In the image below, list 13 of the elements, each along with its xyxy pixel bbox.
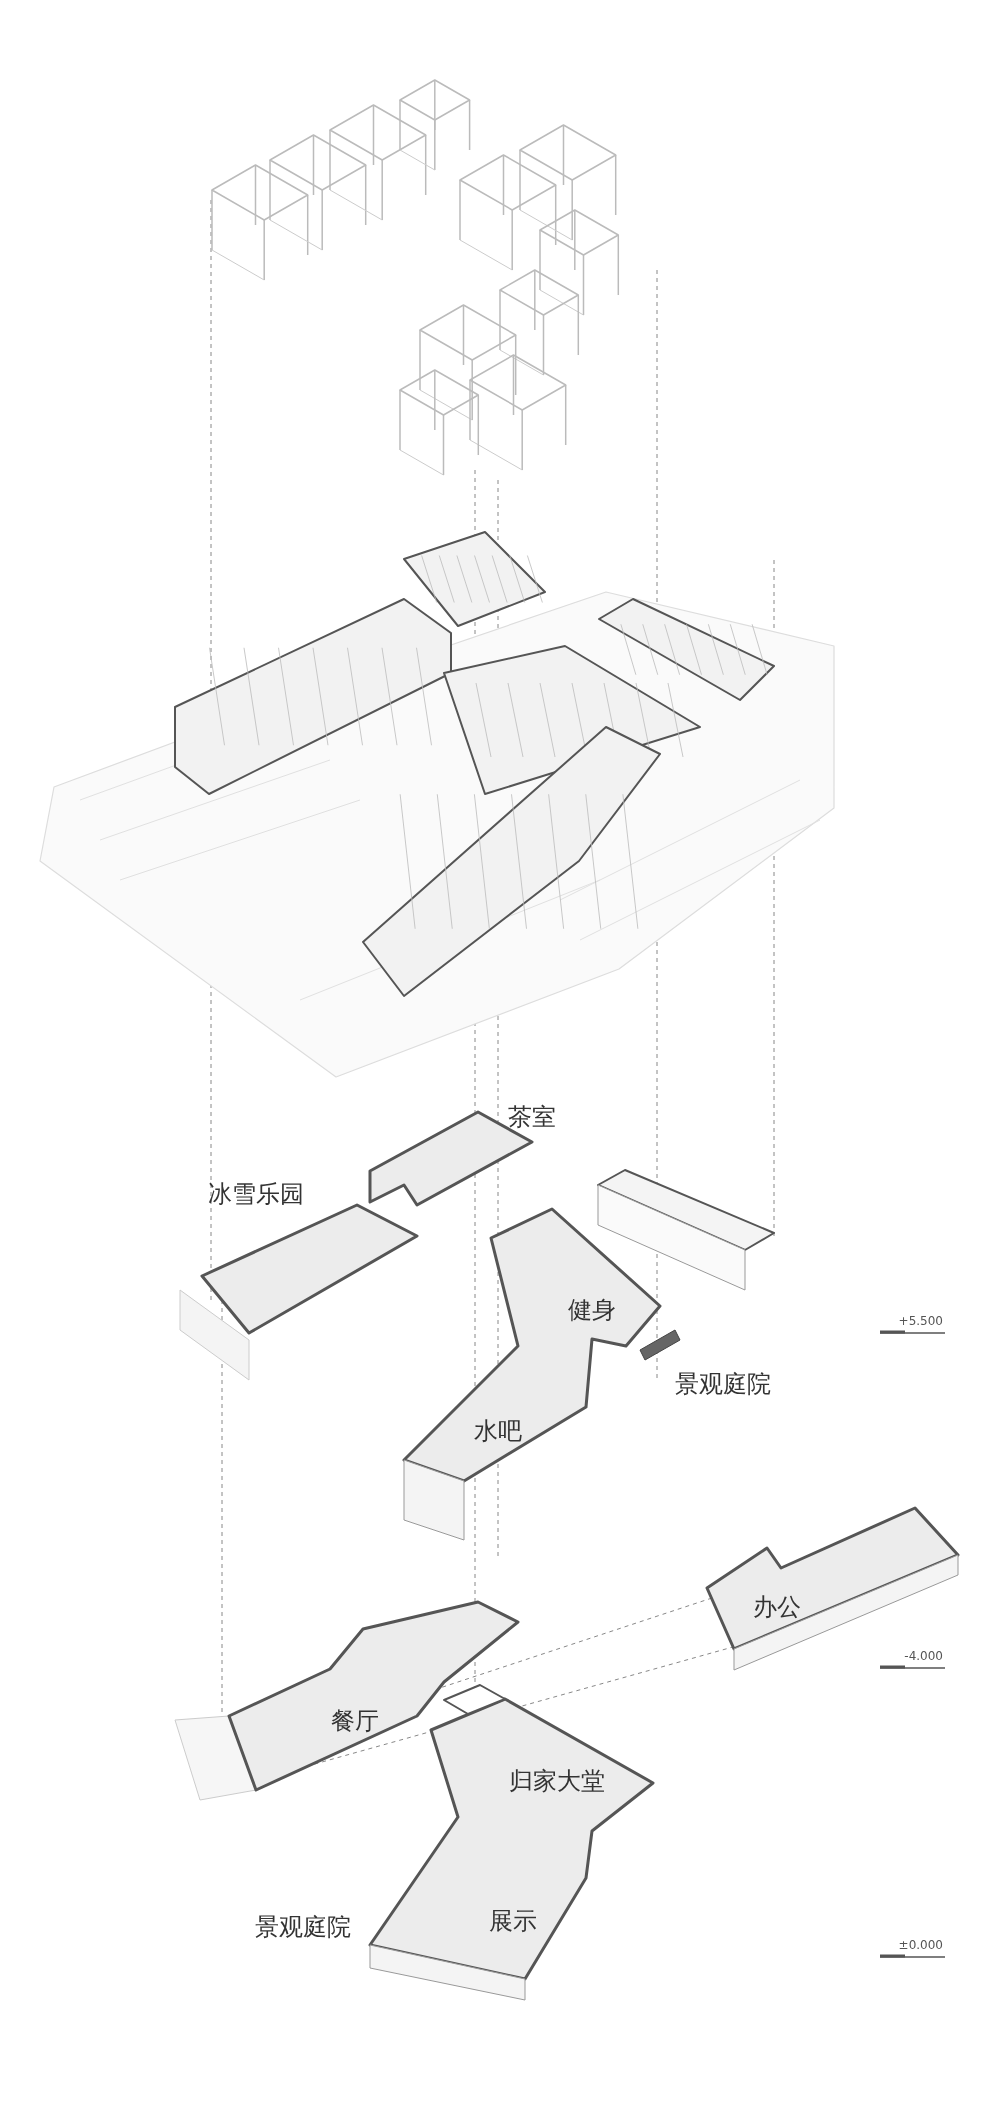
room-label: 水吧 <box>474 1417 522 1445</box>
room-label: 景观庭院 <box>675 1370 771 1398</box>
room-label: 归家大堂 <box>509 1767 605 1795</box>
room-label: 冰雪乐园 <box>208 1180 304 1208</box>
level-label: ±0.000 <box>898 1938 943 1952</box>
room-label: 健身 <box>568 1296 616 1324</box>
room-label: 办公 <box>753 1593 801 1621</box>
room-label: 展示 <box>489 1907 537 1935</box>
room-label: 茶室 <box>508 1103 556 1131</box>
room-label: 餐厅 <box>331 1707 379 1735</box>
level-label: +5.500 <box>898 1314 943 1328</box>
level-label: -4.000 <box>904 1649 943 1663</box>
room-label: 景观庭院 <box>255 1913 351 1941</box>
